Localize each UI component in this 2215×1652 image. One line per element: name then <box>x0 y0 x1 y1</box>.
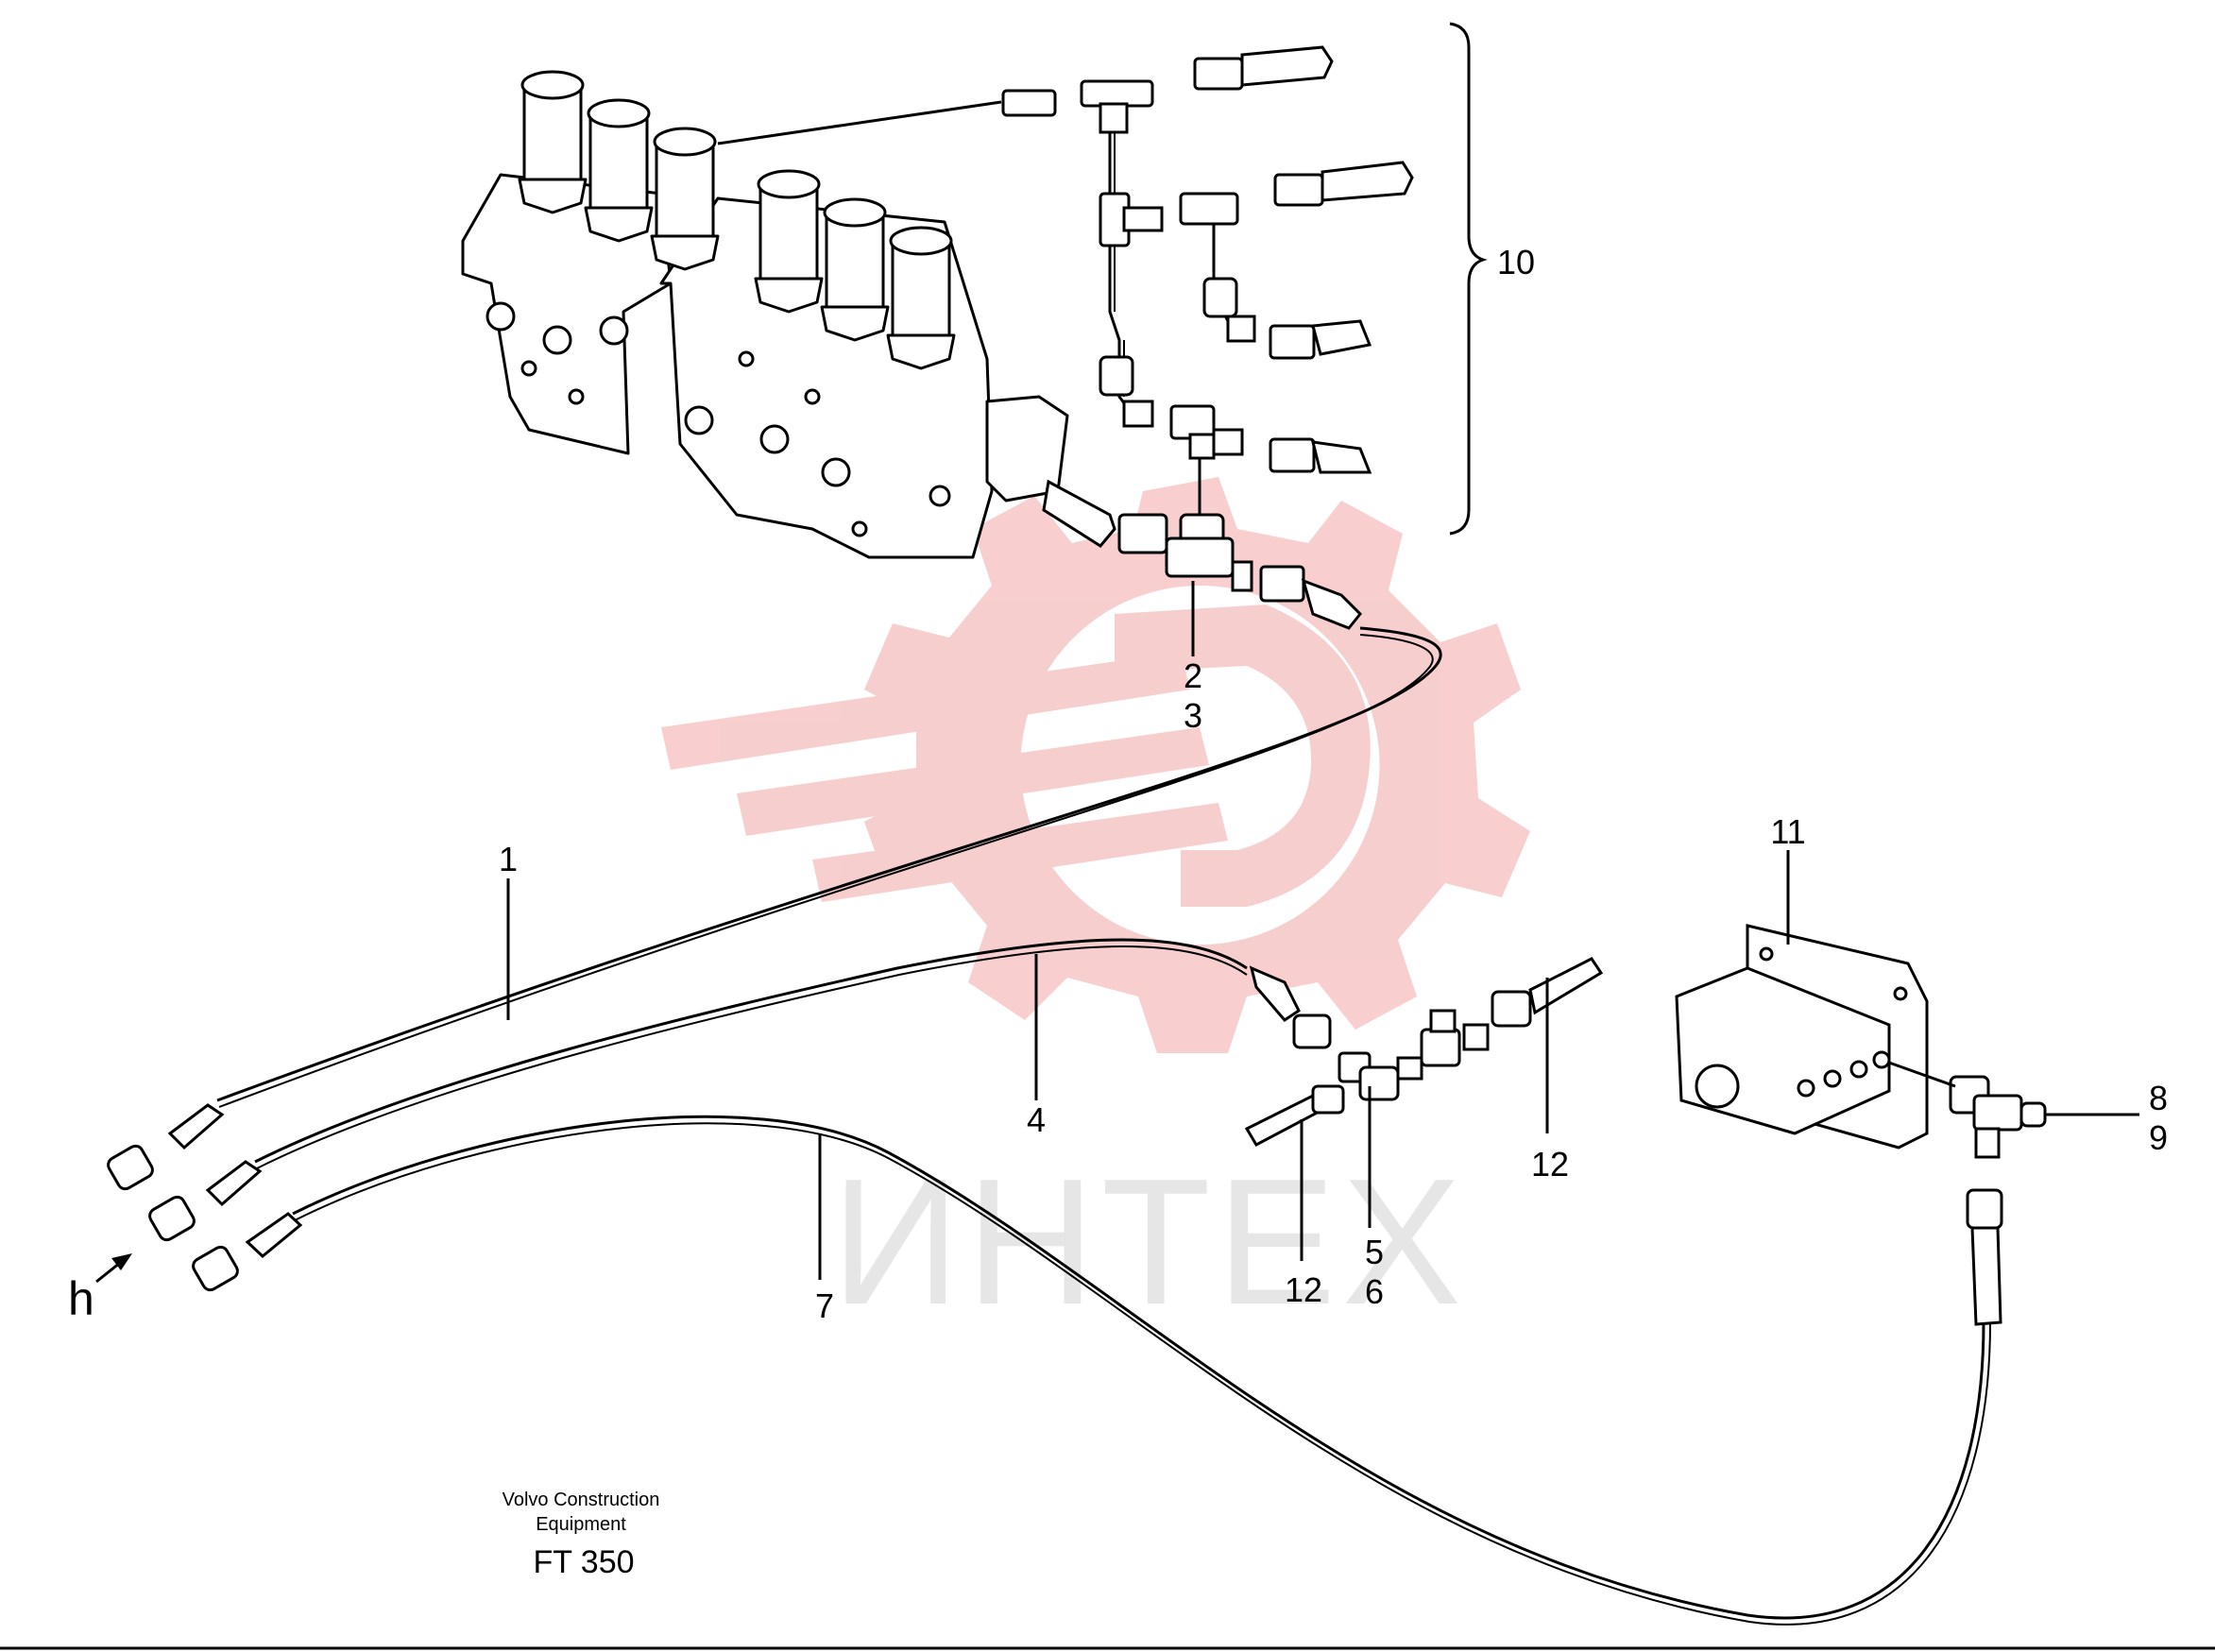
fittings-middle <box>1244 957 1604 1147</box>
hose-end-4-fitting <box>1249 965 1301 1022</box>
watermark-bar-1 <box>661 652 1190 770</box>
callout-9: 9 <box>2149 1118 2168 1157</box>
hose-ends-left <box>107 1103 303 1292</box>
watermark-logo <box>661 477 1530 1053</box>
callout-3: 3 <box>1184 696 1202 735</box>
hose-end-3 <box>1311 319 1372 356</box>
watermark-gear <box>864 477 1530 1053</box>
callout-7: 7 <box>815 1286 834 1325</box>
watermark-bar-2 <box>737 727 1209 836</box>
hose-end-7 <box>1970 1226 2002 1326</box>
callout-8: 8 <box>2149 1079 2168 1117</box>
callout-12-left: 12 <box>1285 1270 1322 1309</box>
hose-end-12 <box>1528 957 1604 1015</box>
watermark-hook <box>1115 605 1371 907</box>
hose-end-5 <box>1301 578 1363 630</box>
line-valve-to-fitting <box>717 100 1002 145</box>
hose-end-2 <box>1320 161 1414 202</box>
watermark-bar-3 <box>812 803 1228 902</box>
callout-1: 1 <box>499 840 518 878</box>
control-valve-block <box>461 70 1069 559</box>
hose-end-6 <box>1042 479 1116 548</box>
callout-4: 4 <box>1027 1100 1046 1139</box>
watermark-text: ИНТЕХ <box>831 1142 1467 1342</box>
leader-lines <box>506 22 2139 1280</box>
bracket-10 <box>1449 22 1488 536</box>
valve-bolts <box>486 301 951 537</box>
pedal-valve-unit <box>1675 924 2047 1326</box>
callout-6: 6 <box>1365 1272 1384 1311</box>
solenoid-row-1 <box>518 70 720 271</box>
arrow-icon <box>111 1253 132 1270</box>
hose-4 <box>254 938 1248 1164</box>
manifold-pipe <box>1108 123 1201 529</box>
hose-end-4 <box>1311 440 1372 474</box>
callout-2: 2 <box>1184 656 1202 695</box>
hose-end-12b <box>1244 1094 1325 1147</box>
fittings-top <box>1001 45 1414 630</box>
hose-7 <box>292 1115 1985 1620</box>
manufacturer-caption: Volvo Construction Equipment FT 350 <box>503 1490 660 1580</box>
callout-11: 11 <box>1770 812 1805 851</box>
direction-marker: h <box>68 1253 132 1325</box>
callout-10: 10 <box>1497 243 1535 281</box>
caption-line-1: Volvo Construction <box>503 1490 660 1510</box>
solenoid-row-2 <box>754 169 956 370</box>
adapter-fitting <box>1001 89 1057 117</box>
callouts: 1 2 3 4 5 6 7 8 9 10 11 12 12 <box>499 243 2168 1325</box>
callout-12-right: 12 <box>1531 1145 1569 1184</box>
hoses <box>216 626 1991 1626</box>
callout-5: 5 <box>1365 1233 1384 1271</box>
direction-label: h <box>68 1272 94 1325</box>
figure-code: FT 350 <box>533 1544 634 1580</box>
hose-end-1 <box>1240 45 1334 87</box>
caption-line-2: Equipment <box>536 1514 626 1535</box>
hose-1 <box>216 626 1442 1102</box>
